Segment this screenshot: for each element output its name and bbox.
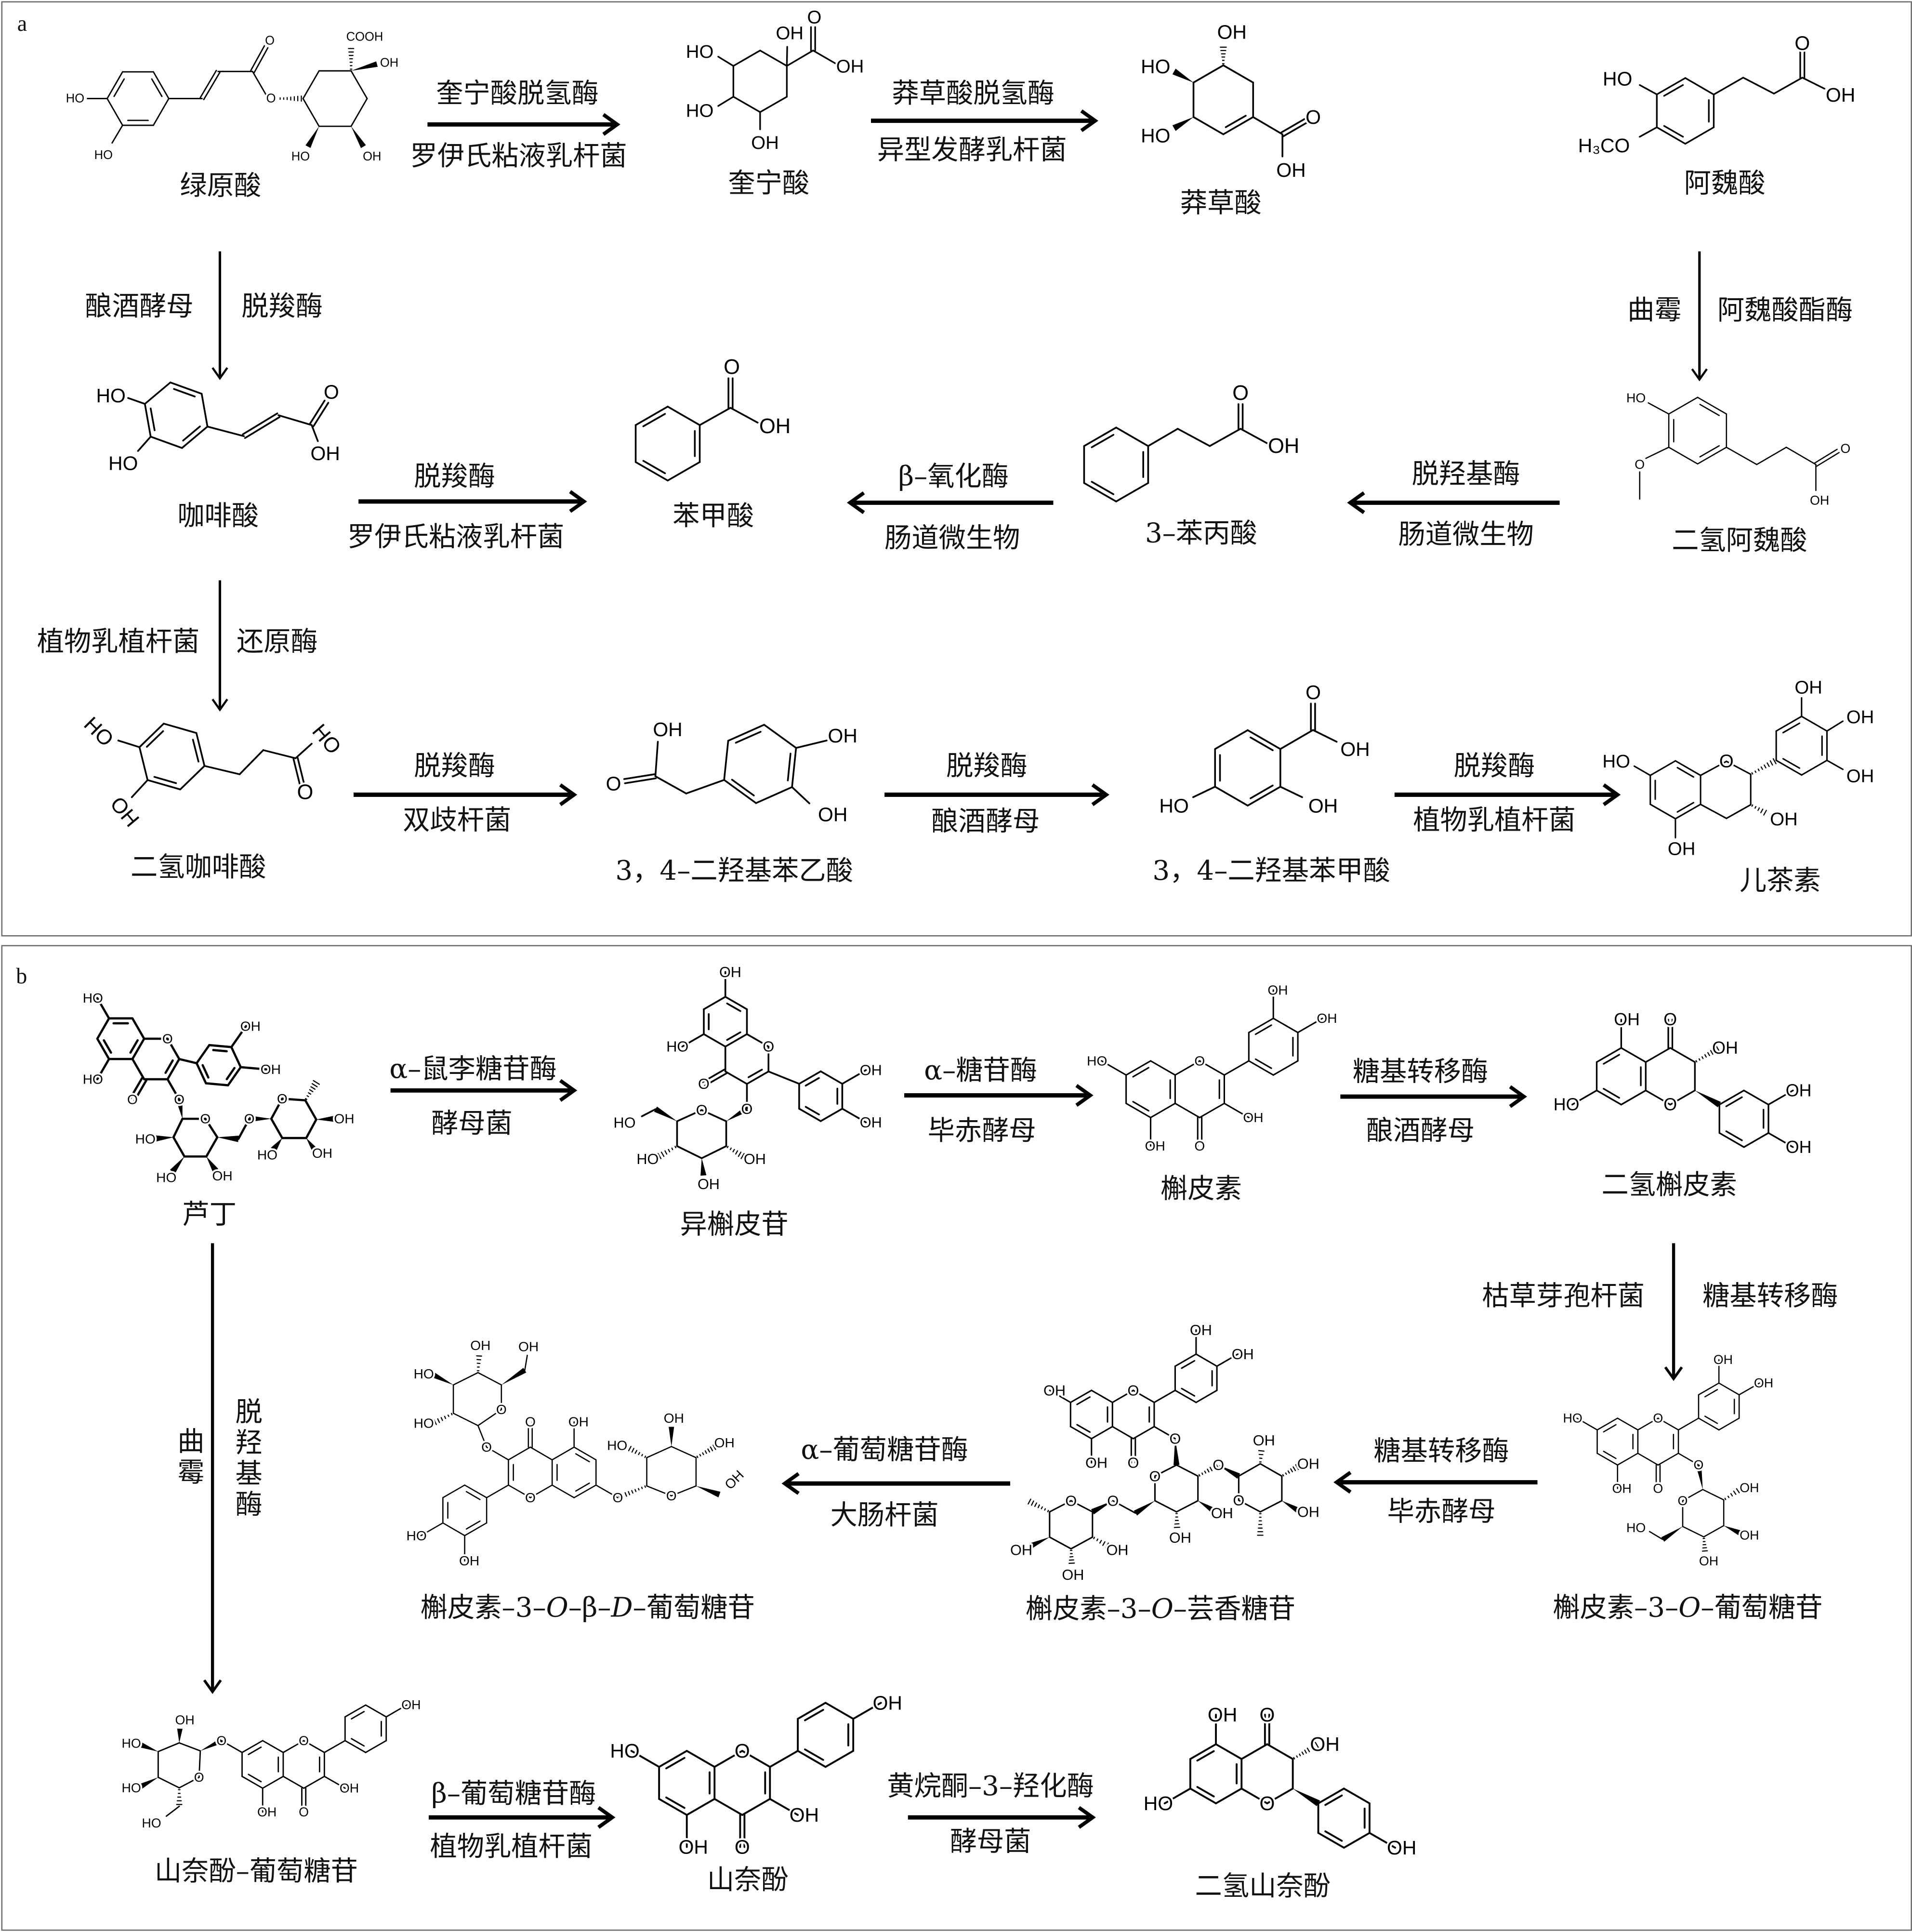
- enzyme-label-kaempferol-to-dihydrokaempferol: 黄烷酮–3–羟化酶: [887, 1772, 1094, 1803]
- compound-name-quercetin: 槲皮素: [1160, 1174, 1242, 1205]
- name-part: 槲皮素–3–: [1553, 1593, 1679, 1624]
- enzyme-label-dihydroxybenzoic-to-catechin: 脱羧酶: [1453, 752, 1535, 782]
- name-part: 槲皮素–3–: [1025, 1594, 1151, 1626]
- compound-name-dihydroquercetin: 二氢槲皮素: [1601, 1170, 1737, 1202]
- compound-name-dihydroxybenzoic-acid: 3，4–二羟基苯甲酸: [1152, 856, 1390, 887]
- compound-name-kaempferol-glucoside: 山奈酚–葡萄糖苷: [154, 1857, 358, 1888]
- compound-name-caffeic-acid: 咖啡酸: [177, 501, 259, 532]
- organism-label-rutinoside-to-beta-d-glucoside: 大肠杆菌: [830, 1500, 939, 1532]
- enzyme-label-dihydroferulic-to-phenylpropionic: 脱羟基酶: [1411, 459, 1520, 490]
- organism-label-dihydroquercetin-to-glucoside: 枯草芽孢杆菌: [1482, 1281, 1645, 1312]
- organism-label-dihydroferulic-to-phenylpropionic: 肠道微生物: [1398, 520, 1534, 551]
- compound-name-rutin: 芦丁: [182, 1200, 237, 1231]
- name-part: –葡萄糖苷: [633, 1593, 755, 1624]
- enzyme-label-ferulic-to-dihydroferulic: 阿魏酸酯酶: [1717, 295, 1853, 327]
- compound-name-benzoic-acid: 苯甲酸: [672, 501, 754, 532]
- compound-name-quercetin-3-o-beta-d-glucoside: 槲皮素–3–O–β–D–葡萄糖苷: [420, 1593, 755, 1624]
- compound-name-dihydroferulic-acid: 二氢阿魏酸: [1672, 526, 1807, 557]
- compound-name-quercetin-3-o-rutinoside: 槲皮素–3–O–芸香糖苷: [1025, 1594, 1296, 1626]
- enzyme-label-kaempferol-glucoside-to-kaempferol: β–葡萄糖苷酶: [431, 1779, 596, 1810]
- enzyme-label-quercetin-to-dihydroquercetin: 糖基转移酶: [1352, 1057, 1489, 1088]
- compound-name-quercetin-3-o-glucoside: 槲皮素–3–O–葡萄糖苷: [1553, 1593, 1823, 1624]
- compound-name-ferulic-acid: 阿魏酸: [1684, 169, 1766, 200]
- compound-name-dihydroxyphenylacetic-acid: 3，4–二羟基苯乙酸: [615, 856, 853, 887]
- enzyme-label-caffeic-to-dihydrocaffeic: 还原酶: [236, 627, 318, 658]
- organism-label-caffeic-to-benzoic: 罗伊氏粘液乳杆菌: [347, 522, 565, 554]
- organism-label-phenylpropionic-to-benzoic: 肠道微生物: [884, 523, 1020, 555]
- name-part: –葡萄糖苷: [1701, 1593, 1823, 1624]
- compound-name-isoquercitrin: 异槲皮苷: [680, 1210, 789, 1241]
- organism-label-chlorogenic-to-caffeic: 酿酒酵母: [85, 292, 194, 323]
- enzyme-label-dihydroquercetin-to-glucoside: 糖基转移酶: [1702, 1281, 1838, 1312]
- name-part-italic: D: [611, 1593, 633, 1624]
- enzyme-label-glucoside-to-rutinoside: 糖基转移酶: [1373, 1436, 1509, 1468]
- name-part: –β–: [568, 1593, 611, 1624]
- enzyme-label-dihydroxyphenylacetic-to-dihydroxybenzoic: 脱羧酶: [946, 752, 1028, 782]
- enzyme-label-dihydrocaffeic-to-dihydroxyphenylacetic: 脱羧酶: [414, 752, 496, 782]
- compound-name-dihydrocaffeic-acid: 二氢咖啡酸: [131, 852, 266, 884]
- enzyme-label-rutinoside-to-beta-d-glucoside: α–葡萄糖苷酶: [801, 1435, 968, 1467]
- organism-label-ferulic-to-dihydroferulic: 曲霉: [1627, 295, 1682, 327]
- panel-b: [0, 945, 1912, 1931]
- organism-label-kaempferol-glucoside-to-kaempferol: 植物乳植杆菌: [430, 1832, 593, 1863]
- name-part-italic: O: [546, 1593, 568, 1624]
- organism-label-kaempferol-to-dihydrokaempferol: 酵母菌: [949, 1827, 1031, 1858]
- compound-name-phenylpropionic-acid: 3–苯丙酸: [1145, 518, 1257, 550]
- enzyme-label-phenylpropionic-to-benzoic: β–氧化酶: [898, 462, 1009, 493]
- enzyme-label-quinic-to-shikimic: 莽草酸脱氢酶: [892, 79, 1055, 110]
- enzyme-label-chlorogenic-to-caffeic: 脱羧酶: [241, 292, 323, 323]
- compound-name-chlorogenic-acid: 绿原酸: [180, 171, 262, 202]
- organism-label-isoquercitrin-to-quercetin: 毕赤酵母: [927, 1116, 1036, 1147]
- organism-label-rutin-to-isoquercitrin: 酵母菌: [431, 1109, 513, 1140]
- organism-label-dihydrocaffeic-to-dihydroxyphenylacetic: 双歧杆菌: [403, 806, 512, 837]
- panel-label-b: b: [16, 963, 27, 989]
- enzyme-label-isoquercitrin-to-quercetin: α–糖苷酶: [924, 1056, 1038, 1087]
- compound-name-catechin: 儿茶素: [1739, 866, 1821, 897]
- compound-name-shikimic-acid: 莽草酸: [1180, 188, 1262, 220]
- name-part: 槲皮素–3–: [420, 1593, 546, 1624]
- enzyme-label-rutin-to-isoquercitrin: α–鼠李糖苷酶: [389, 1055, 557, 1086]
- organism-label-glucoside-to-rutinoside: 毕赤酵母: [1387, 1497, 1496, 1528]
- organism-label-dihydroxybenzoic-to-catechin: 植物乳植杆菌: [1413, 806, 1576, 837]
- organism-label-rutin-to-kaempferol-glucoside: 曲霉: [172, 1427, 203, 1489]
- compound-name-kaempferol: 山奈酚: [707, 1865, 789, 1896]
- name-part-italic: O: [1151, 1594, 1174, 1626]
- compound-name-quinic-acid: 奎宁酸: [728, 169, 810, 200]
- panel-a: [0, 0, 1912, 936]
- enzyme-label-rutin-to-kaempferol-glucoside: 脱羟基酶: [230, 1397, 262, 1521]
- panel-label-a: a: [17, 11, 27, 36]
- organism-label-chlorogenic-to-quinic: 罗伊氏粘液乳杆菌: [410, 142, 627, 173]
- enzyme-label-chlorogenic-to-quinic: 奎宁酸脱氢酶: [436, 79, 599, 110]
- organism-label-caffeic-to-dihydrocaffeic: 植物乳植杆菌: [37, 627, 200, 658]
- organism-label-quercetin-to-dihydroquercetin: 酿酒酵母: [1366, 1116, 1475, 1147]
- organism-label-quinic-to-shikimic: 异型发酵乳杆菌: [877, 135, 1067, 167]
- organism-label-dihydroxyphenylacetic-to-dihydroxybenzoic: 酿酒酵母: [931, 807, 1040, 838]
- compound-name-dihydrokaempferol: 二氢山奈酚: [1195, 1871, 1331, 1903]
- enzyme-label-caffeic-to-benzoic: 脱羧酶: [414, 462, 496, 493]
- name-part-italic: O: [1678, 1593, 1701, 1624]
- name-part: –芸香糖苷: [1173, 1594, 1296, 1626]
